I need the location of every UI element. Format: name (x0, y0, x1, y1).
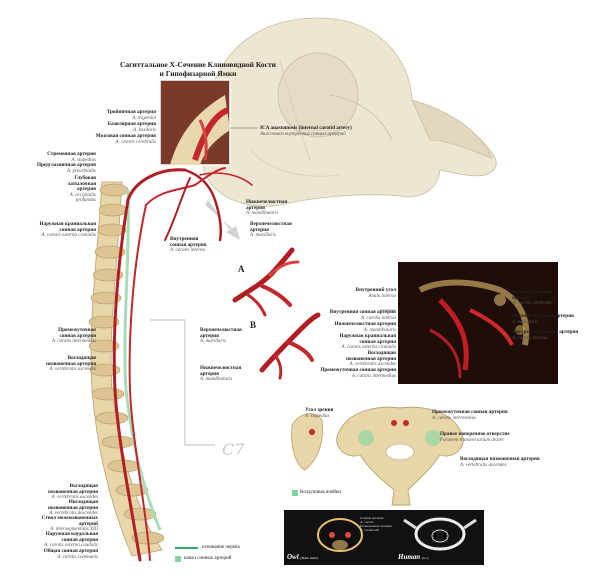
panel-b-label: B (250, 320, 257, 330)
air-square (292, 490, 298, 496)
panel-b-arteries (259, 312, 321, 380)
ct-human-name: Human (398, 553, 421, 561)
ct-human (403, 517, 477, 551)
skull (201, 17, 497, 207)
legend-square (175, 556, 181, 562)
vertebral-column (88, 181, 165, 557)
panel-a-label: A (238, 264, 245, 274)
legend-label-1: основание черепа (202, 545, 240, 550)
legend-label-2: канал сонных артерий (184, 556, 232, 561)
photo-content (418, 279, 530, 379)
inset-artery (192, 107, 230, 161)
c7-label: C7 (222, 440, 245, 459)
inset-bone (170, 95, 230, 165)
ct-owl (317, 518, 363, 552)
ica-label: ICA anastomosis (internal carotid artery… (260, 125, 352, 137)
ct-owl-name: Owl (287, 553, 299, 561)
connector-lines (150, 309, 395, 446)
arrow-shape (205, 200, 240, 240)
air-cells-label: Воздушные ячейки (300, 490, 341, 495)
ct-owl-label: Owl (Bubo bubo) (287, 553, 319, 561)
figure-title: Сагиттальное Х-Сечение Клиновидной Кости… (119, 60, 277, 78)
arteries (112, 167, 253, 562)
c7-vertebra (336, 406, 464, 506)
ct-human-label: Human (n=) (398, 553, 429, 561)
panel-a-arteries (232, 247, 300, 317)
vertebra-side (291, 413, 324, 471)
